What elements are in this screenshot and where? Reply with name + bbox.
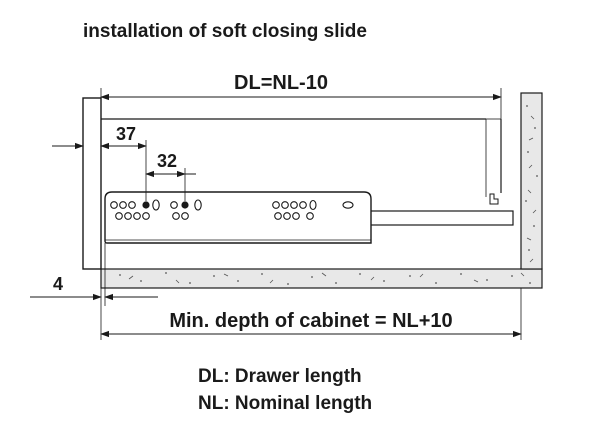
reference-hole-37: [142, 201, 150, 209]
cabinet-back-wall: [520, 92, 543, 270]
cabinet-depth-label: Min. depth of cabinet = NL+10: [169, 310, 452, 332]
drawer-front-panel: [82, 97, 102, 270]
slide-mounting-holes: [110, 199, 354, 220]
cabinet-rail: [366, 210, 514, 226]
legend-nominal-length: NL: Nominal length: [198, 393, 373, 414]
cabinet-depth-dimension: [100, 288, 522, 340]
dimension-37: [52, 140, 147, 201]
rear-bracket: [489, 193, 499, 205]
dimension-37-label: 37: [116, 124, 136, 144]
diagram-title: installation of soft closing slide: [83, 21, 367, 42]
dimension-4-label: 4: [53, 274, 63, 294]
dimension-32: [145, 168, 196, 201]
drawer-length-label: DL=NL-10: [234, 72, 328, 94]
drawer-length-dimension: [100, 88, 502, 119]
legend-drawer-length: DL: Drawer length: [198, 366, 362, 387]
dimension-4: [30, 243, 158, 306]
drawer-box-outline: [101, 118, 502, 197]
cabinet-bottom-panel: [100, 268, 543, 289]
dimension-32-label: 32: [157, 151, 177, 171]
reference-hole-32: [181, 201, 189, 209]
